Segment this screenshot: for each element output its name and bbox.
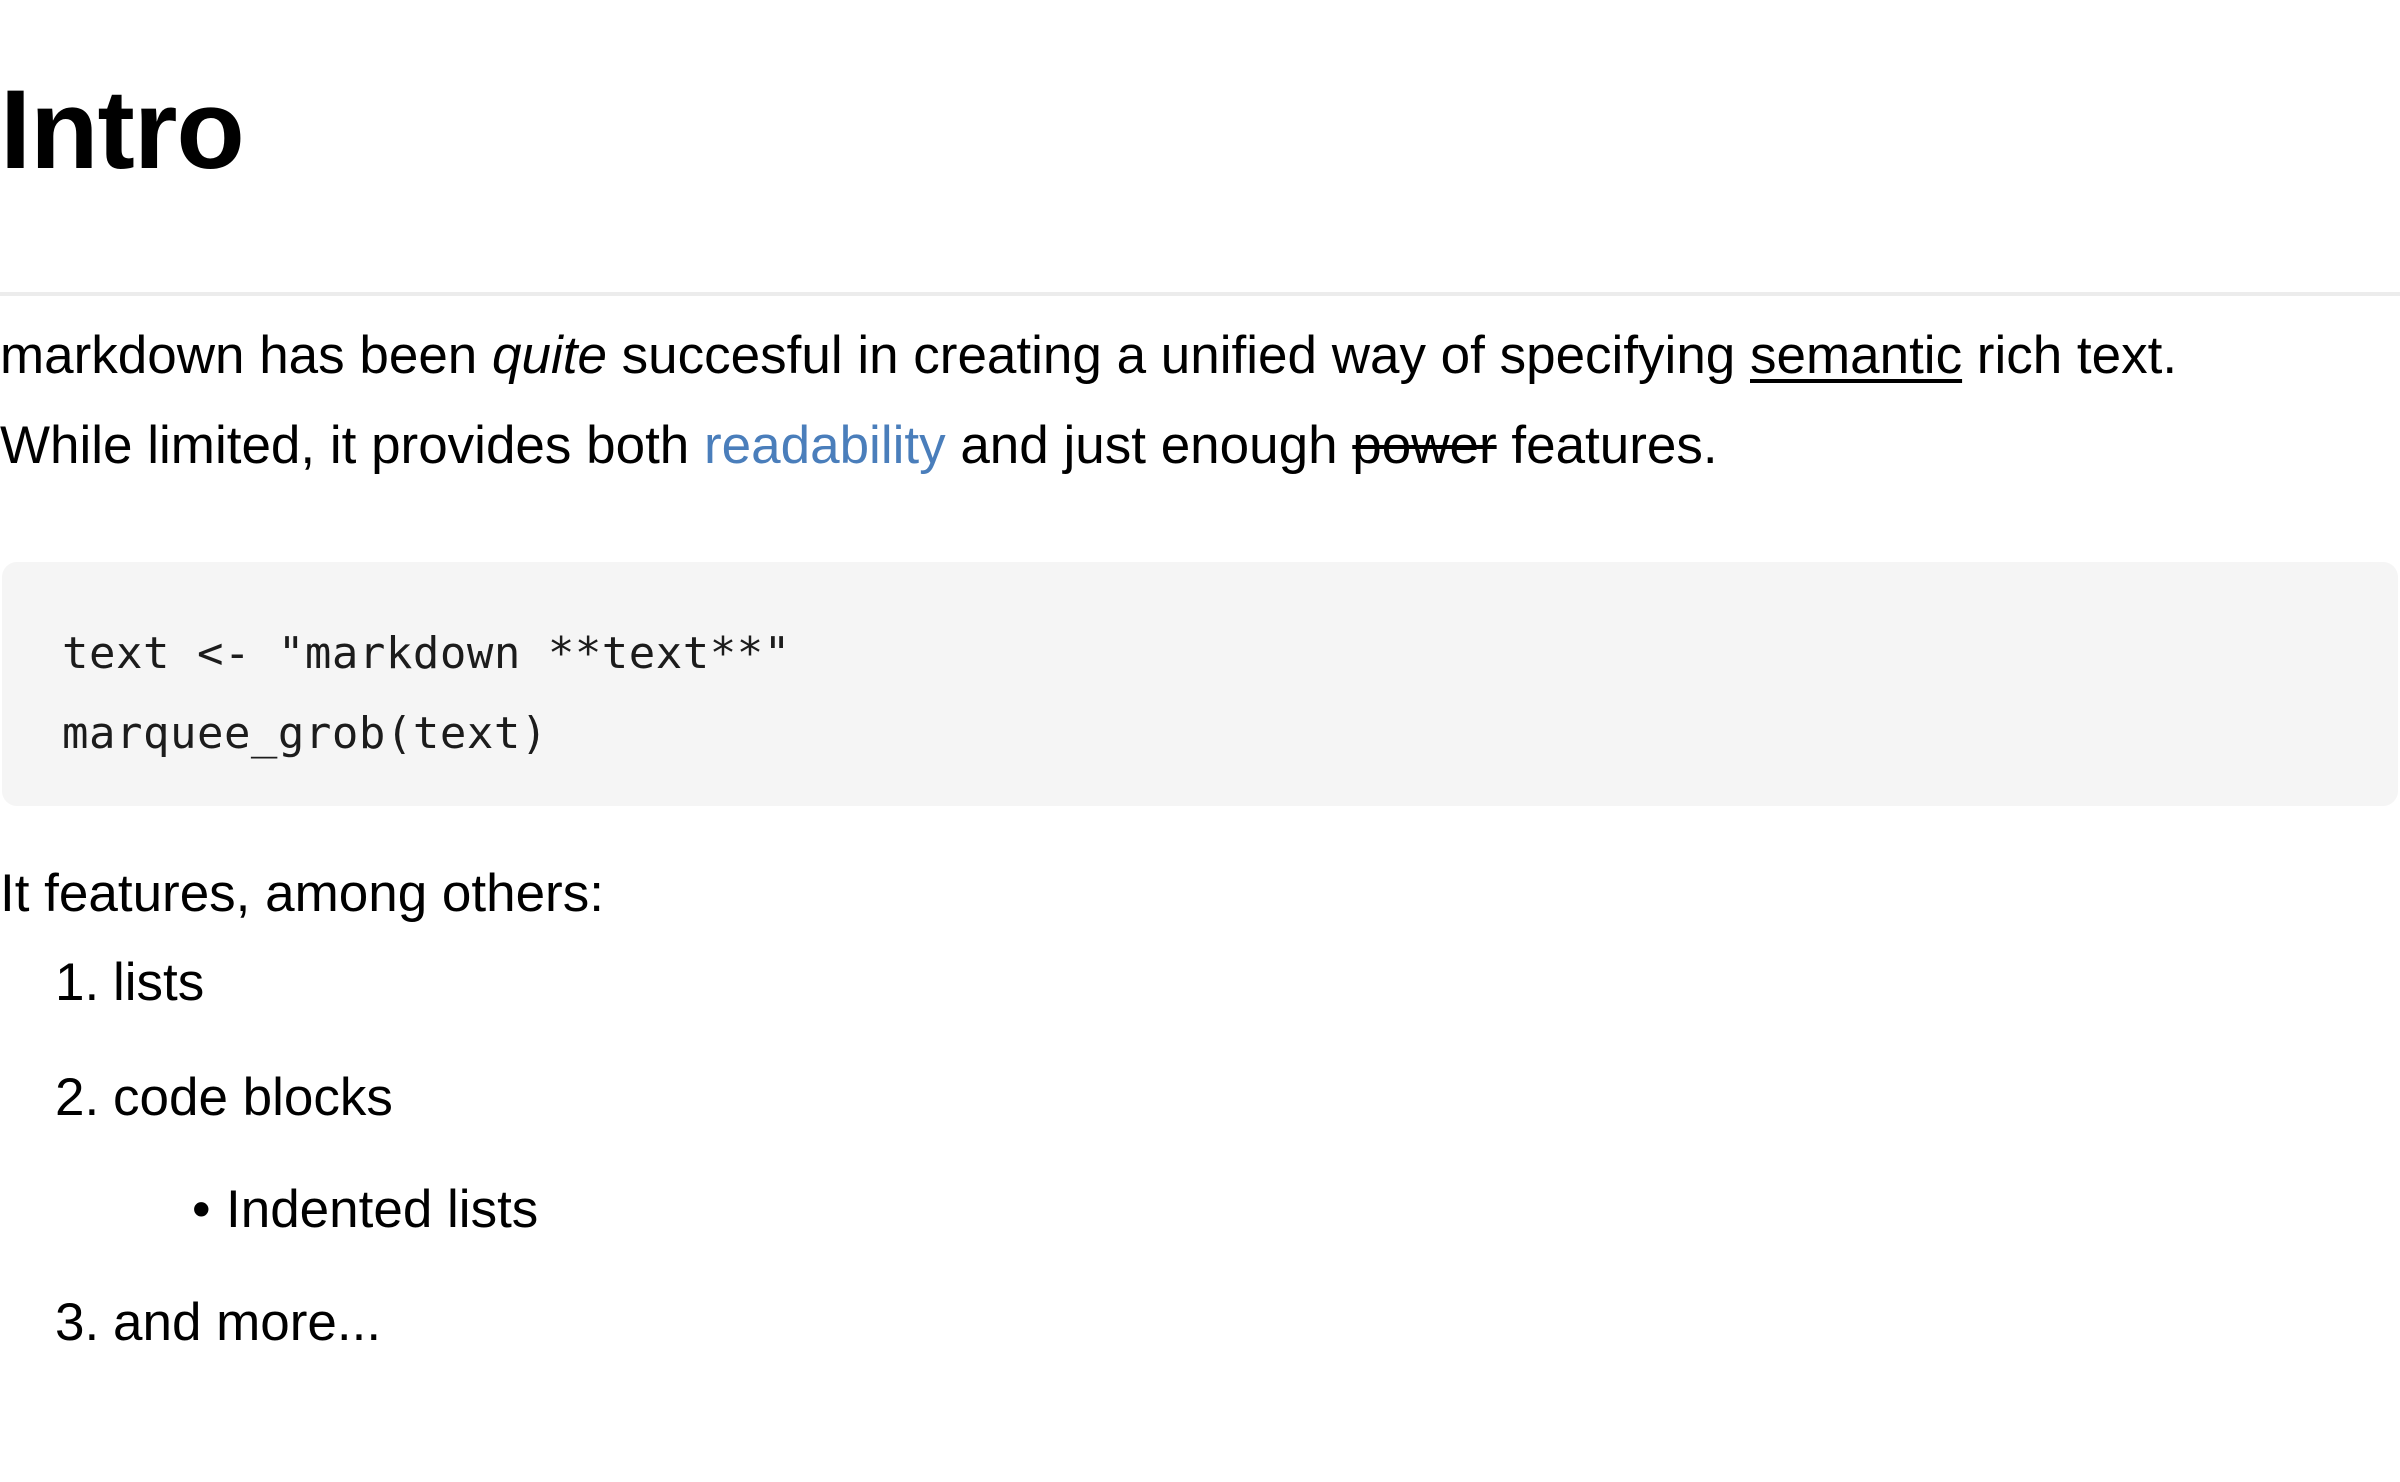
underlined-semantic: semantic [1750,326,1963,385]
code-line-2: marquee_grob(text) [62,708,548,759]
intro-text-segment-10: features. [1496,416,1718,475]
list-item: • Indented lists [0,1155,2400,1265]
intro-text-segment-3: succesful in creating a unified way of s… [606,326,1750,385]
list-item: 2.code blocks [0,1040,2400,1155]
bullet-icon: • [192,1180,211,1239]
intro-paragraph: markdown has been quite succesful in cre… [0,311,2177,491]
intro-text-segment-1: markdown has been [0,326,493,385]
list-item-label: code blocks [113,1068,393,1127]
link-readability[interactable]: readability [704,416,946,475]
list-item-label: Indented lists [226,1180,539,1239]
list-item: 3.and more... [0,1265,2400,1380]
intro-text-segment-5: rich text. [1962,326,2178,385]
list-item: 1.lists [0,925,2400,1040]
features-lead-in: It features, among others: [0,864,604,923]
title-divider [0,292,2400,296]
list-marker: 3. [55,1293,100,1352]
list-item-label: and more... [113,1293,382,1352]
list-marker: 2. [55,1068,100,1127]
feature-list: 1.lists 2.code blocks • Indented lists 3.… [0,925,2400,1380]
page-title: Intro [0,67,245,192]
intro-text-segment-6: While limited, it provides both [0,416,705,475]
strikethrough-power: power [1352,416,1497,475]
intro-text-segment-8: and just enough [945,416,1353,475]
code-line-1: text <- "markdown **text**" [62,628,791,679]
list-item-label: lists [113,953,205,1012]
code-block: text <- "markdown **text**" marquee_grob… [2,562,2398,806]
list-marker: 1. [55,953,100,1012]
emphasis-quite: quite [492,326,607,385]
